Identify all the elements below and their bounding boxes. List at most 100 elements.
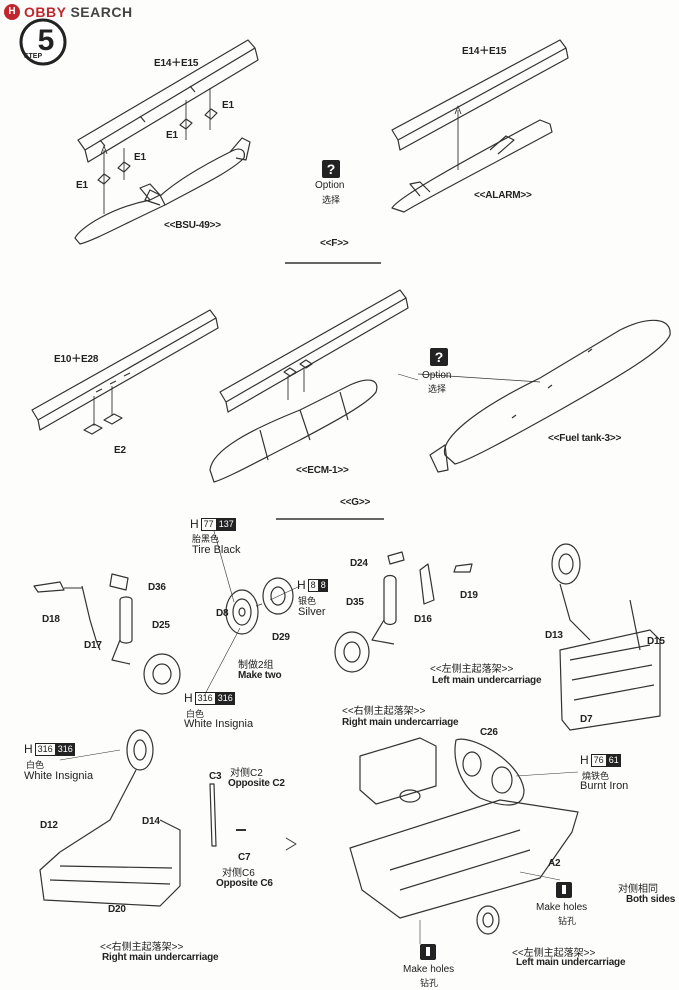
step-badge: 5 STEP xyxy=(19,18,67,66)
note-right-main-cn: <<右侧主起落架>> xyxy=(342,706,426,717)
watermark-logo: H OBBY SEARCH xyxy=(4,4,133,20)
note-make-holes-2-en: Make holes xyxy=(403,964,455,975)
paint-en-tire: Tire Black xyxy=(192,544,241,556)
label-ecm-1: <<ECM-1>> xyxy=(296,465,349,476)
pylon-rail-left-f xyxy=(77,39,259,163)
paint-cn-white-2: 白色 xyxy=(26,760,45,770)
gear-bay-right xyxy=(551,543,661,731)
wheel-well-c26 xyxy=(454,738,525,806)
note-left-main-cn: <<左侧主起落架>> xyxy=(430,664,514,675)
right-main-undercarriage-box xyxy=(359,737,437,805)
label-e2: E2 xyxy=(114,445,126,456)
label-e1: E1 xyxy=(134,152,146,163)
alarm-missile xyxy=(391,105,553,213)
note-make-two-en: Make two xyxy=(238,670,282,681)
part-c7: C7 xyxy=(238,852,251,863)
e2-parts xyxy=(83,386,123,435)
wing-panel-a2 xyxy=(349,799,579,935)
note-opp-c6-cn: 对侧C6 xyxy=(222,868,255,879)
option-cn-f: 选择 xyxy=(322,195,341,205)
assembly-arrows-f-left xyxy=(100,88,211,214)
paint-callout-silver: H 8 8 xyxy=(297,578,328,592)
drill-icon xyxy=(420,944,436,960)
left-gear-assembly-a xyxy=(33,573,181,695)
paint-callout-white-2: H 316 316 xyxy=(24,742,75,756)
note-make-holes-en: Make holes xyxy=(536,902,588,913)
step-number: 5 xyxy=(38,24,55,57)
part-d7: D7 xyxy=(580,714,593,725)
paint-callout-burnt-iron: H 76 61 xyxy=(580,753,621,767)
part-d18: D18 xyxy=(42,614,60,625)
part-d12: D12 xyxy=(40,820,58,831)
paint-en-burnt: Burnt Iron xyxy=(580,780,629,792)
step-label: STEP xyxy=(24,53,43,60)
section-header-g: <<G>> xyxy=(340,497,371,508)
note-right-main-bottom-cn: <<右侧主起落架>> xyxy=(100,942,184,953)
option-label-g: Option xyxy=(422,370,452,381)
option-label-f: Option xyxy=(315,180,345,191)
brand-word: OBBY xyxy=(24,4,67,20)
part-c3: C3 xyxy=(209,771,222,782)
wheel-d8-d29 xyxy=(225,577,294,635)
note-opp-c2-en: Opposite C2 xyxy=(228,778,285,789)
note-both-sides-cn: 对侧相同 xyxy=(618,884,658,895)
brand-mark: H xyxy=(4,4,20,20)
note-left-main-bottom-en: Left main undercarriage xyxy=(516,957,626,968)
note-make-holes-cn: 钻孔 xyxy=(558,916,577,926)
brand-word-search: SEARCH xyxy=(70,4,133,20)
option-cn-g: 选择 xyxy=(428,384,447,394)
paint-en-white-1: White Insignia xyxy=(184,718,254,730)
e1-braces xyxy=(97,108,218,185)
paint-en-silver: Silver xyxy=(298,606,326,618)
note-both-sides-en: Both sides xyxy=(626,894,676,905)
bsu-49-bombs xyxy=(74,137,251,245)
part-d24: D24 xyxy=(350,558,368,569)
label-fuel-tank-3: <<Fuel tank-3>> xyxy=(548,433,622,444)
label-e10-e28: E10＋E28 xyxy=(54,354,99,365)
paint-callout-tire-black: H 77 137 xyxy=(190,517,236,531)
note-left-main-bottom-cn: <<左侧主起落架>> xyxy=(512,948,596,959)
part-d19: D19 xyxy=(460,590,478,601)
label-e14-e15-left: E14＋E15 xyxy=(154,58,199,69)
part-d16: D16 xyxy=(414,614,432,625)
parts-c3-c7 xyxy=(209,783,297,851)
note-opp-c2-cn: 对侧C2 xyxy=(230,768,263,779)
note-left-main-en: Left main undercarriage xyxy=(432,675,542,686)
question-icon: ? xyxy=(322,160,340,178)
part-d36: D36 xyxy=(148,582,166,593)
paint-en-white-2: White Insignia xyxy=(24,770,94,782)
leader-lines xyxy=(59,373,579,944)
label-e1: E1 xyxy=(76,180,88,191)
drill-icon xyxy=(556,882,572,898)
part-a2: A2 xyxy=(548,858,561,869)
section-header-f: <<F>> xyxy=(320,238,349,249)
part-d8: D8 xyxy=(216,608,229,619)
pylon-rail-g-center xyxy=(219,289,409,413)
label-e1: E1 xyxy=(166,130,178,141)
pylon-rail-g-left xyxy=(31,309,219,431)
paint-cn-burnt: 燒铁色 xyxy=(582,771,610,781)
part-d20: D20 xyxy=(108,904,126,915)
ecm-1-pod xyxy=(209,359,378,483)
label-alarm: <<ALARM>> xyxy=(474,190,532,201)
part-d13: D13 xyxy=(545,630,563,641)
part-d29: D29 xyxy=(272,632,290,643)
label-e1: E1 xyxy=(222,100,234,111)
note-opp-c6-en: Opposite C6 xyxy=(216,878,273,889)
gear-bay-left xyxy=(39,729,181,907)
pylon-rail-right-f xyxy=(391,39,569,151)
paint-cn-white-1: 白色 xyxy=(186,709,205,719)
label-bsu-49: <<BSU-49>> xyxy=(164,220,221,231)
paint-cn-tire: 胎黑色 xyxy=(192,534,220,544)
part-d15: D15 xyxy=(647,636,665,647)
part-d14: D14 xyxy=(142,816,160,827)
gear-assembly-b xyxy=(334,551,473,673)
paint-cn-silver: 银色 xyxy=(298,596,317,606)
label-e14-e15-right: E14＋E15 xyxy=(462,46,507,57)
part-c26: C26 xyxy=(480,727,498,738)
note-make-two-cn: 制做2组 xyxy=(238,660,274,671)
paint-callout-white-1: H 316 316 xyxy=(184,691,235,705)
note-right-main-bottom-en: Right main undercarriage xyxy=(102,952,219,963)
